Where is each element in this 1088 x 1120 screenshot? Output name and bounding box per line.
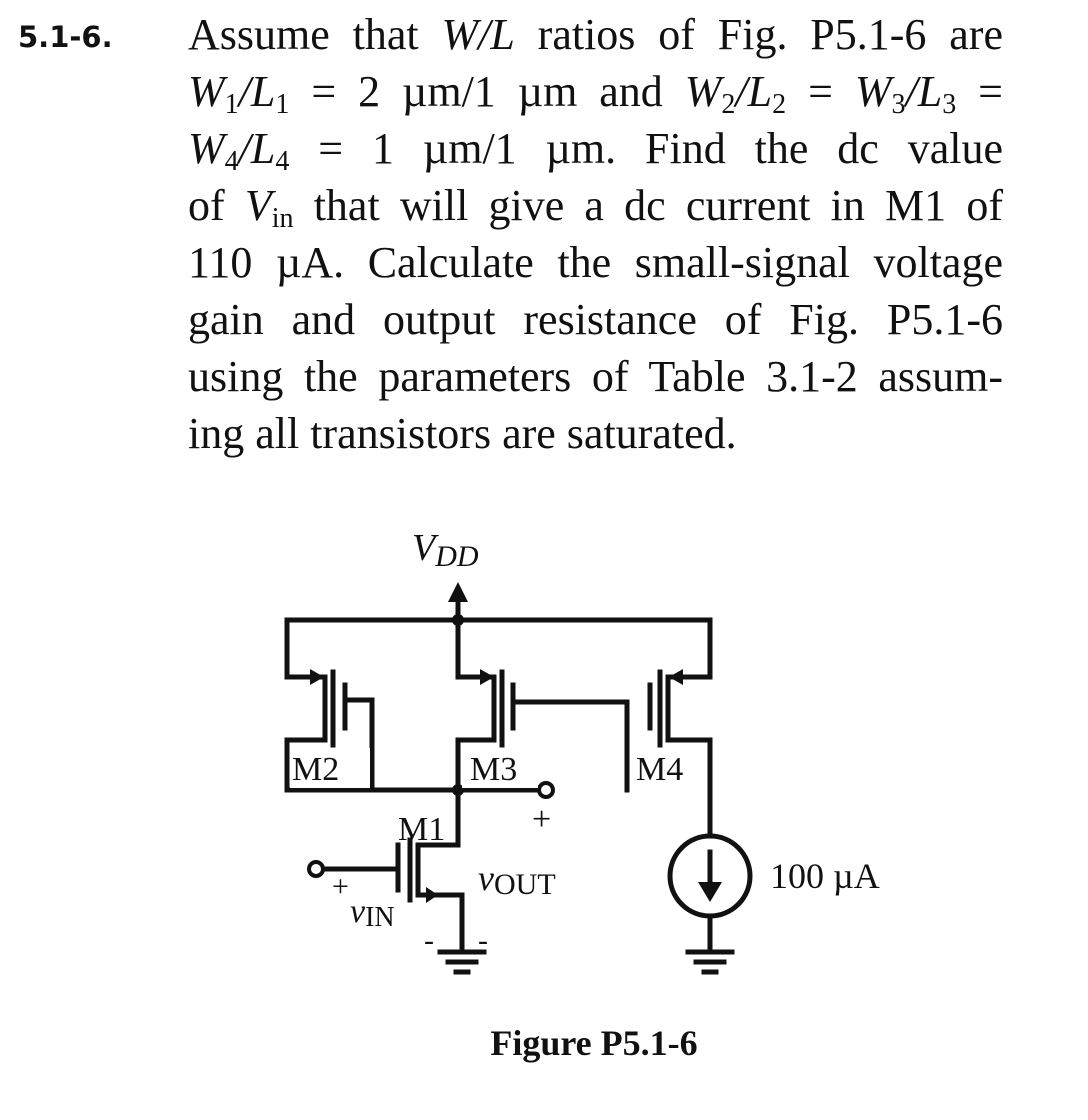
ground-symbol-m1 (437, 937, 487, 975)
output-label: vOUT (478, 858, 556, 901)
figure-caption: Figure P5.1-6 (490, 1023, 698, 1063)
statement-line-5: 110 µA. Calculate the small-signal volta… (188, 238, 1003, 287)
input-terminal (307, 860, 325, 878)
current-source-label: 100 µA (770, 856, 880, 896)
problem-number: 5.1-6. (18, 20, 113, 54)
supply-label: VDD (412, 527, 479, 573)
vdd-arrow-icon (448, 582, 468, 602)
vdd-rail (284, 617, 713, 680)
label-m3: M3 (470, 751, 517, 788)
statement-line-6: gain and output resistance of Fig. P5.1-… (188, 295, 1003, 344)
input-minus-sign: - (424, 924, 434, 957)
transistor-m1 (319, 787, 465, 943)
statement-line-4: of Vin that will give a dc current in M1… (188, 181, 1004, 234)
output-terminal (537, 781, 555, 799)
statement-line-7: using the parameters of Table 3.1-2 assu… (188, 352, 1003, 401)
statement-line-3: W4/L4 = 1 µm/1 µm. Find the dc value (188, 124, 1003, 177)
problem-statement: Assume that W/L ratios of Fig. P5.1-6 ar… (188, 6, 1003, 462)
statement-line-2: W1/L1 = 2 µm/1 µm and W2/L2 = W3/L3 = (188, 67, 1003, 120)
ground-symbol-source (685, 942, 735, 975)
statement-line-8: ing all transistors are saturated. (188, 409, 737, 458)
input-label: vIN (350, 893, 395, 933)
label-m4: M4 (636, 751, 683, 788)
statement-line-1: Assume that W/L ratios of Fig. P5.1-6 ar… (188, 10, 1003, 59)
current-direction-arrow-icon (698, 882, 722, 902)
output-minus-sign: - (478, 924, 488, 957)
output-junction-dot (452, 784, 464, 796)
m1-source-arrow-icon (426, 887, 438, 903)
m3-source-arrow-icon (480, 669, 494, 685)
input-plus-sign: + (332, 870, 349, 903)
vdd-junction-dot (452, 614, 464, 626)
output-plus-sign: + (532, 801, 551, 838)
label-m1: M1 (398, 811, 445, 848)
m2-source-arrow-icon (310, 669, 324, 685)
m4-source-arrow-icon (669, 669, 683, 685)
label-m2: M2 (292, 751, 339, 788)
